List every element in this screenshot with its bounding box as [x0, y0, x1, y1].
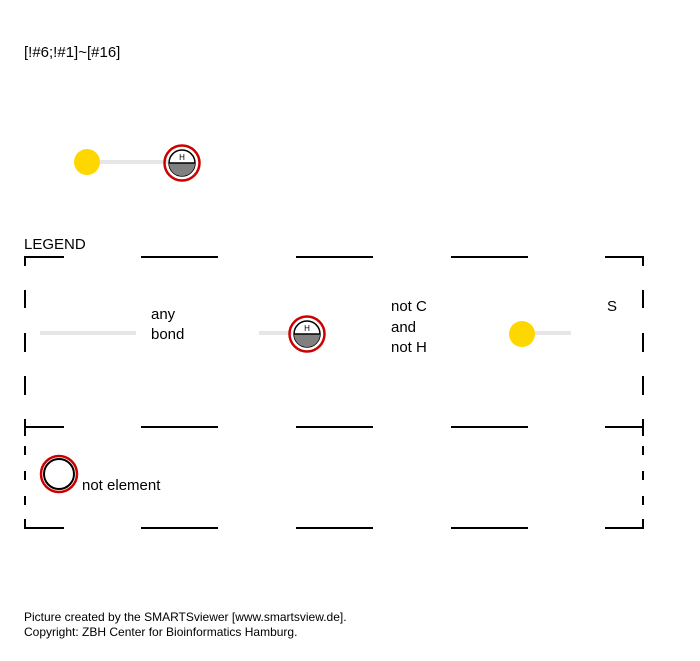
sulfur-atom: [74, 149, 100, 175]
legend-not-element-atom: [39, 454, 79, 494]
smarts-query: [!#6;!#1]~[#16]: [24, 44, 120, 61]
legend-not-element-label: not element: [82, 477, 161, 494]
footer-credit: Picture created by the SMARTSviewer [www…: [24, 610, 347, 624]
legend-not-c-line2: and: [391, 319, 416, 336]
legend-sulfur-atom: [509, 321, 535, 347]
legend-any-bond-line1: any: [151, 306, 176, 323]
legend-box: [24, 256, 644, 529]
legend-atom-h-label: H: [304, 324, 310, 333]
molecule: H: [74, 144, 201, 182]
legend-sulfur-label: S: [607, 298, 617, 315]
legend-any-bond-line2: bond: [151, 326, 184, 343]
legend-not-c-line1: not C: [391, 298, 427, 315]
legend-title: LEGEND: [24, 236, 86, 253]
footer-copyright: Copyright: ZBH Center for Bioinformatics…: [24, 625, 297, 639]
not-c-not-h-atom: H: [163, 144, 201, 182]
legend-not-c-line3: not H: [391, 339, 427, 356]
atom-h-label: H: [179, 153, 185, 162]
legend-not-c-not-h-atom: H: [288, 315, 326, 353]
